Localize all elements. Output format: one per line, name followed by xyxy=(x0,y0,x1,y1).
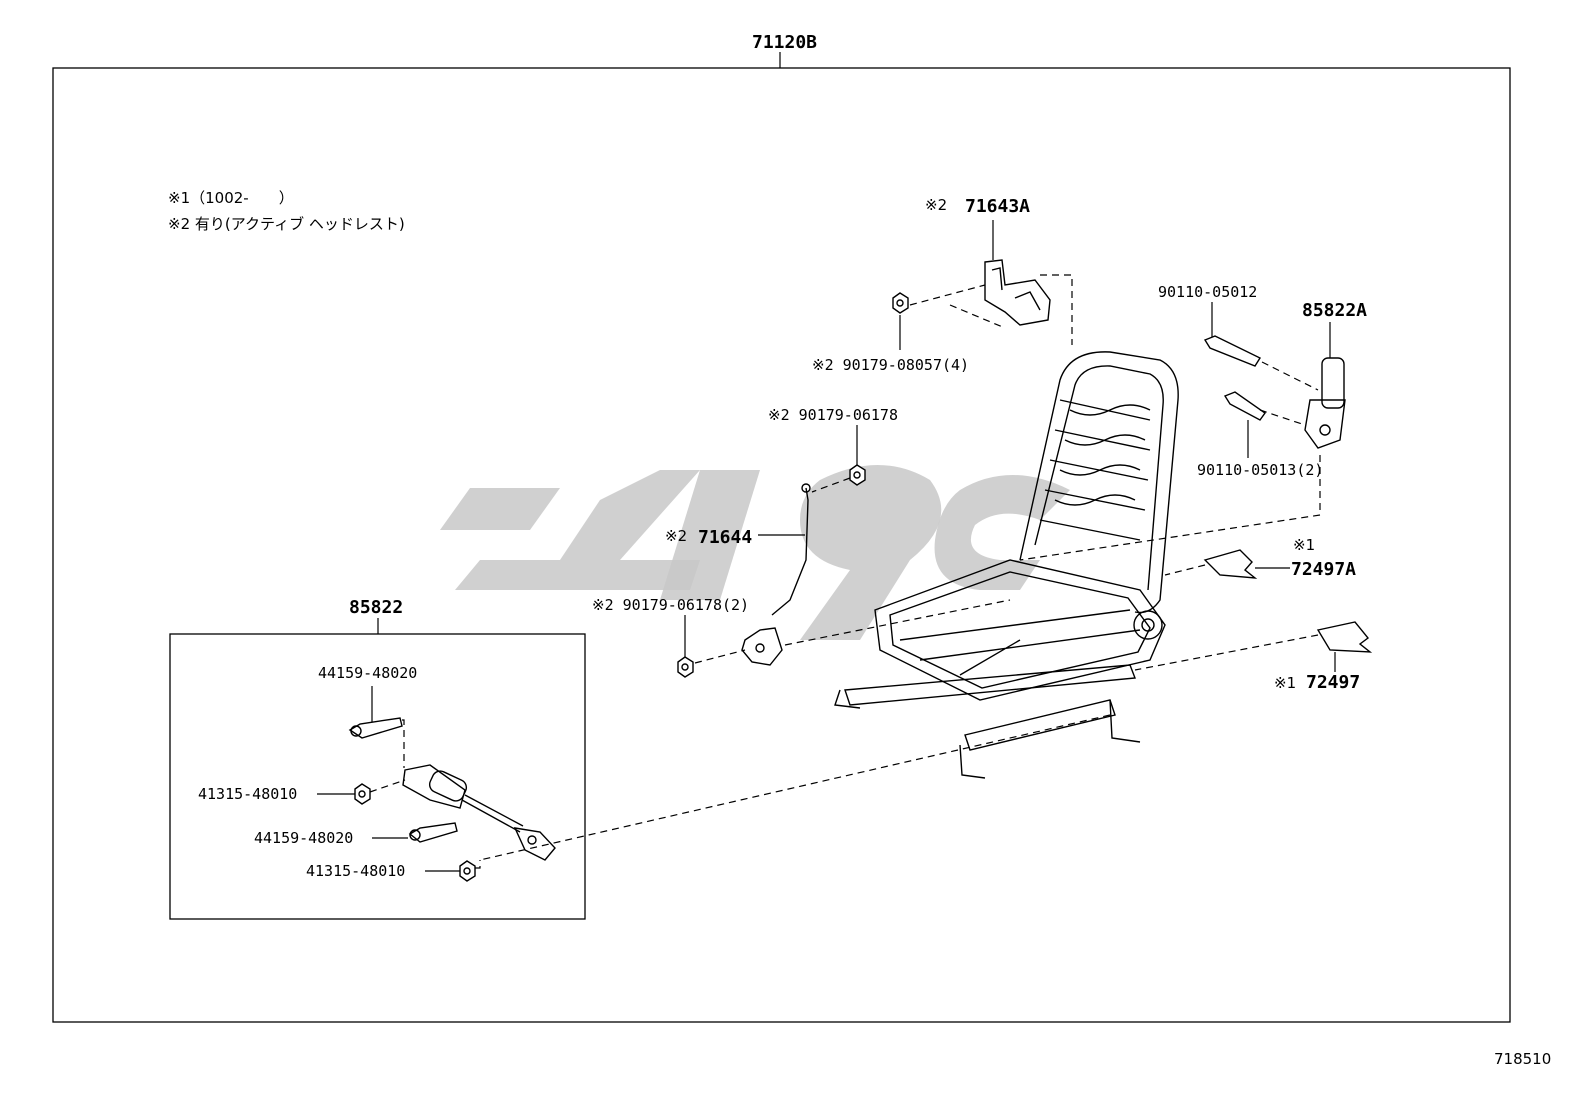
part-41315-48010-lower[interactable]: 41315-48010 xyxy=(306,860,476,882)
label-41315-48010-top: 41315-48010 xyxy=(198,785,297,803)
label-44159-48020-lower: 44159-48020 xyxy=(254,829,353,847)
actuator-motor[interactable] xyxy=(402,764,556,861)
part-90110-05012[interactable]: 90110-05012 xyxy=(1158,283,1262,367)
label-71644-mark: ※2 xyxy=(665,527,687,545)
part-44159-48020-lower[interactable]: 44159-48020 xyxy=(254,822,458,847)
label-90179-06178: ※2 90179-06178 xyxy=(768,406,898,424)
note-1: ※1（1002- ） xyxy=(168,189,294,207)
seat-frame[interactable] xyxy=(834,351,1179,779)
part-85822A[interactable]: 85822A xyxy=(1302,300,1367,449)
label-71644: 71644 xyxy=(698,527,752,548)
part-44159-48020-top[interactable]: 44159-48020 xyxy=(318,664,417,739)
part-90179-06178[interactable]: ※2 90179-06178 xyxy=(768,406,898,486)
subassembly-85822[interactable]: 85822 44159-48020 41315-48010 xyxy=(169,597,586,920)
note-2: ※2 有り(アクティブ ヘッドレスト) xyxy=(168,215,405,233)
label-72497: 72497 xyxy=(1306,672,1360,693)
label-72497A-mark: ※1 xyxy=(1293,536,1315,554)
label-72497A: 72497A xyxy=(1291,559,1356,580)
part-90179-08057[interactable]: ※2 90179-08057(4) xyxy=(812,292,969,374)
label-90179-08057: ※2 90179-08057(4) xyxy=(812,356,969,374)
part-41315-48010-top[interactable]: 41315-48010 xyxy=(198,783,371,805)
watermark-logo xyxy=(440,465,1070,640)
label-90110-05013: 90110-05013(2) xyxy=(1197,461,1323,479)
label-41315-48010-lower: 41315-48010 xyxy=(306,862,405,880)
assembly-label[interactable]: 71120B xyxy=(752,32,817,53)
label-85822: 85822 xyxy=(349,597,403,618)
part-90110-05013[interactable]: 90110-05013(2) xyxy=(1197,391,1323,479)
part-72497[interactable]: ※1 72497 xyxy=(1274,621,1373,693)
label-71643A-mark: ※2 xyxy=(925,196,947,214)
label-71643A: 71643A xyxy=(965,196,1030,217)
part-90179-06178-2[interactable]: ※2 90179-06178(2) xyxy=(592,596,749,678)
label-90179-06178-2: ※2 90179-06178(2) xyxy=(592,596,749,614)
part-71643A[interactable]: ※2 71643A xyxy=(925,196,1051,326)
part-72497A[interactable]: ※1 72497A xyxy=(1203,536,1356,580)
assembly-frame xyxy=(52,67,1511,1023)
diagram-number: 718510 xyxy=(1494,1050,1551,1068)
label-85822A: 85822A xyxy=(1302,300,1367,321)
part-71644[interactable]: ※2 71644 xyxy=(665,483,811,666)
label-90110-05012: 90110-05012 xyxy=(1158,283,1257,301)
label-72497-mark: ※1 xyxy=(1274,674,1296,692)
label-44159-48020-top: 44159-48020 xyxy=(318,664,417,682)
